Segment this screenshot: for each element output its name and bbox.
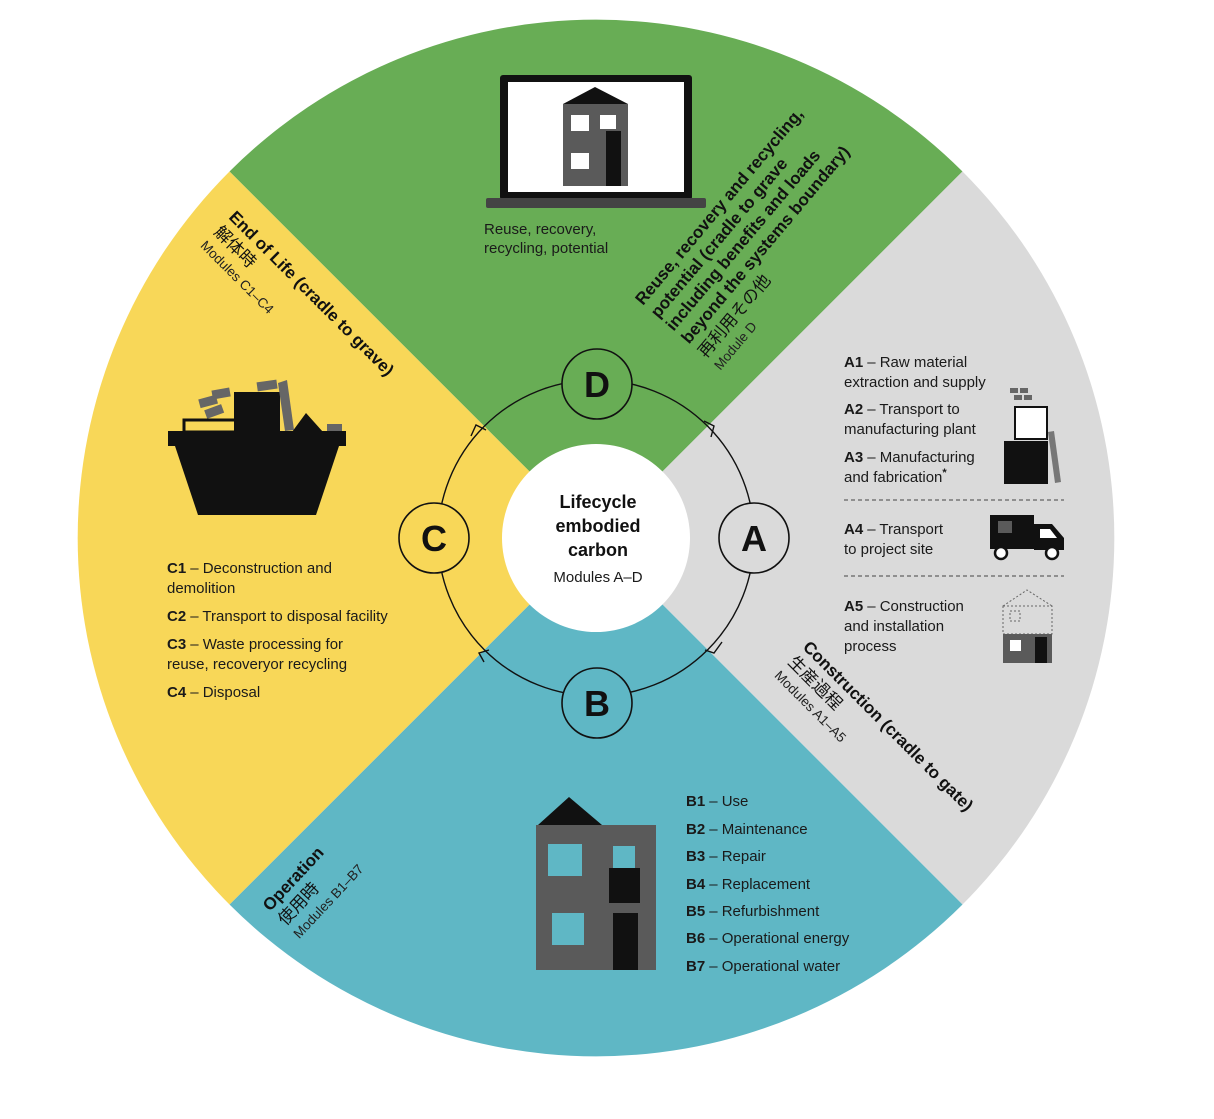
svg-text:C: C (421, 518, 447, 559)
center-subtitle: Modules A–D (553, 569, 642, 586)
d-caption-line-1: Reuse, recovery, (484, 221, 596, 238)
a5-line-2: and installation (844, 618, 944, 635)
a1-line-2: extraction and supply (844, 374, 986, 391)
center-title-line-2: embodied (555, 516, 640, 536)
quadrant-b-teal (229, 538, 963, 1057)
c3-line-2: reuse, recoveryor recycling (167, 656, 347, 673)
svg-text:A: A (741, 518, 767, 559)
stage-b-badge: B (561, 667, 633, 739)
svg-text:B: B (584, 683, 610, 724)
a-item-list: A1– Raw material extraction and supply A… (844, 354, 1064, 655)
quadrant-a-grey (596, 171, 1115, 905)
a3-line-1: A3– Manufacturing (844, 449, 975, 466)
truck-icon (990, 515, 1064, 561)
c3-line-1: C3– Waste processing for (167, 636, 343, 653)
a5-line-1: A5– Construction (844, 598, 964, 615)
c1-line-1: C1– Deconstruction and (167, 560, 332, 577)
a2-line-1: A2– Transport to (844, 401, 960, 418)
c4-line-1: C4– Disposal (167, 684, 260, 701)
quadrant-c-yellow (77, 171, 596, 905)
b3-line: B3– Repair (686, 848, 766, 865)
apartment-icon (536, 797, 656, 970)
monitor-house-icon (486, 75, 706, 208)
center-title-line-1: Lifecycle (559, 492, 636, 512)
svg-text:D: D (584, 364, 610, 405)
stage-d-badge: D (561, 348, 633, 420)
a4-line-1: A4– Transport (844, 521, 944, 538)
b1-line: B1– Use (686, 793, 748, 810)
a5-line-3: process (844, 638, 897, 655)
c2-line-1: C2– Transport to disposal facility (167, 608, 388, 625)
center-title-line-3: carbon (568, 540, 628, 560)
b5-line: B5– Refurbishment (686, 903, 820, 920)
stage-c-badge: C (398, 502, 470, 574)
a4-line-2: to project site (844, 541, 933, 558)
c1-line-2: demolition (167, 580, 235, 597)
material-stack-icon (1004, 388, 1061, 484)
a2-line-2: manufacturing plant (844, 421, 977, 438)
a1-line-1: A1– Raw material (844, 354, 967, 371)
quadrant-d-green (229, 19, 963, 538)
b-item-list: B1– Use B2– Maintenance B3– Repair B4– R… (686, 793, 850, 975)
b7-line: B7– Operational water (686, 958, 840, 975)
stage-a-badge: A (718, 502, 790, 574)
a3-line-2: and fabrication* (844, 467, 947, 486)
cycle-arrow-icon (470, 420, 723, 663)
house-outline-icon (1002, 589, 1053, 663)
b6-line: B6– Operational energy (686, 930, 850, 947)
b2-line: B2– Maintenance (686, 821, 808, 838)
b4-line: B4– Replacement (686, 876, 811, 893)
skip-bin-icon (168, 379, 346, 515)
center-circle (502, 444, 690, 632)
d-caption-line-2: recycling, potential (484, 240, 608, 257)
c-item-list: C1– Deconstruction and demolition C2– Tr… (167, 560, 388, 701)
